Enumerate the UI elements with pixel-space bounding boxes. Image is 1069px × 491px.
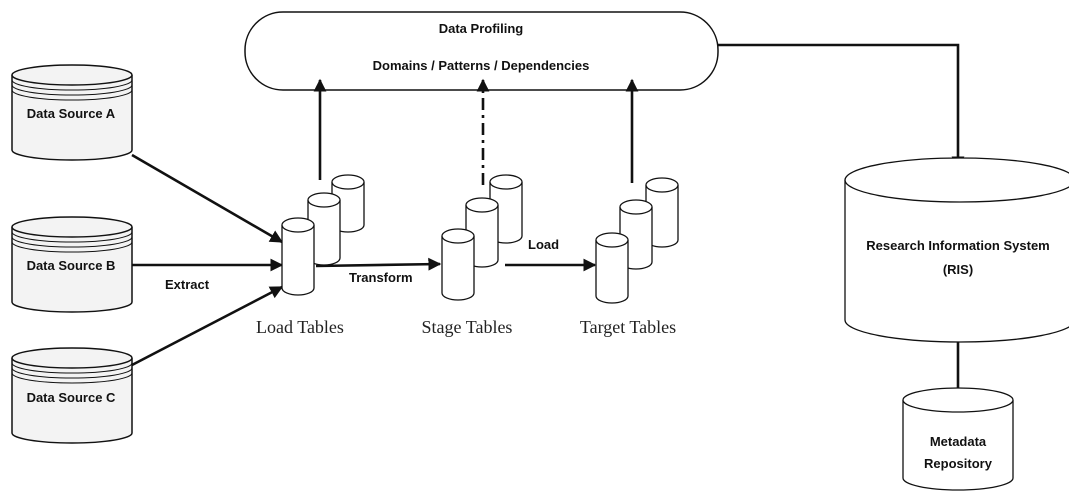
extract-arrow-a	[131, 153, 284, 244]
load-tables-label: Load Tables	[256, 317, 344, 337]
profiling-to-ris-arrow	[718, 43, 965, 170]
data-source-b-label: Data Source B	[27, 258, 116, 273]
data-source-c: Data Source C	[11, 347, 133, 444]
data-source-a: Data Source A	[11, 64, 133, 161]
metadata-repository: Metadata Repository	[902, 387, 1014, 491]
transform-arrow	[315, 257, 442, 271]
extract-arrow-c	[131, 285, 284, 367]
target-tables-stack	[595, 177, 679, 304]
data-source-c-label: Data Source C	[27, 390, 116, 405]
metadata-label-line2: Repository	[924, 456, 993, 471]
ris-database: Research Information System (RIS)	[844, 157, 1069, 343]
data-profiling-box: Data Profiling Domains / Patterns / Depe…	[244, 11, 719, 91]
data-source-b: Data Source B	[11, 216, 133, 313]
ris-label-line2: (RIS)	[943, 262, 973, 277]
stage-tables-label: Stage Tables	[422, 317, 513, 337]
data-profiling-title: Data Profiling	[439, 21, 524, 36]
stage-tables-stack	[441, 174, 523, 301]
target-tables-label: Target Tables	[580, 317, 676, 337]
extract-label: Extract	[165, 277, 210, 292]
data-profiling-subtitle: Domains / Patterns / Dependencies	[373, 58, 590, 73]
data-source-a-label: Data Source A	[27, 106, 116, 121]
load-label: Load	[528, 237, 559, 252]
ris-label-line1: Research Information System	[866, 238, 1050, 253]
load-tables-stack	[281, 174, 365, 296]
transform-label: Transform	[349, 270, 413, 285]
metadata-label-line1: Metadata	[930, 434, 987, 449]
